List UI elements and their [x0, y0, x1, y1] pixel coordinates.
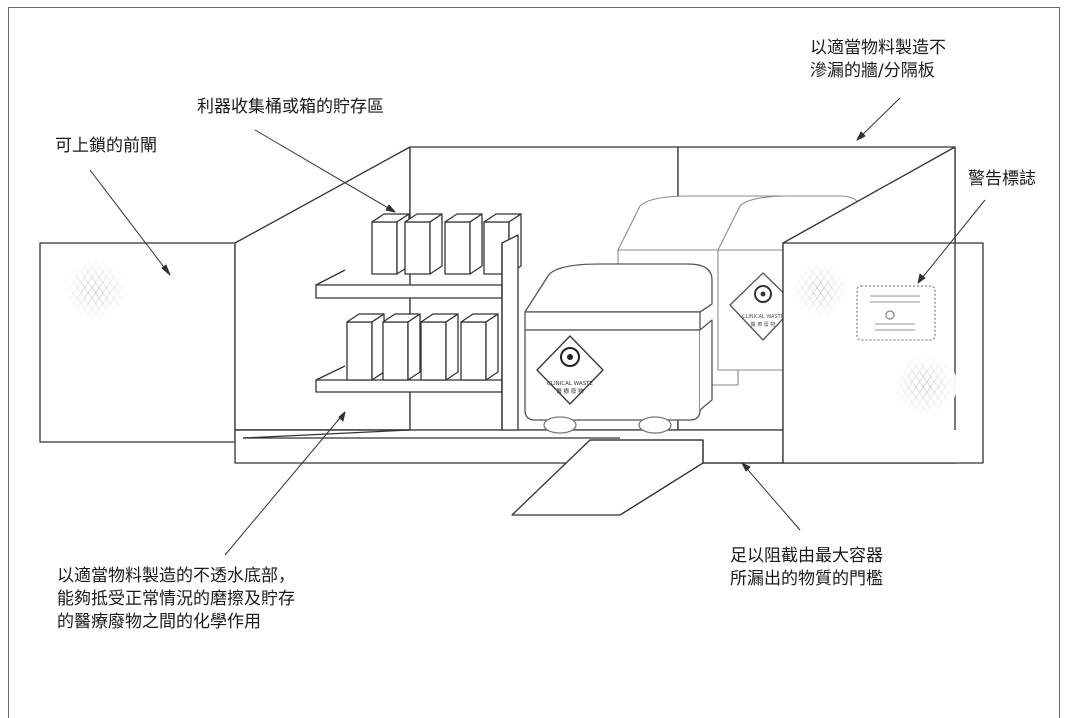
- label-threshold-line1: 足以阻截由最大容器: [730, 546, 883, 566]
- label-floor-line1: 以適當物料製造的不透水底部，: [57, 566, 295, 586]
- label-floor-line2: 能夠抵受正常情況的磨擦及貯存: [57, 589, 295, 609]
- label-sharps-storage: 利器收集桶或箱的貯存區: [197, 97, 384, 117]
- right-door: [782, 146, 984, 464]
- label-threshold-line2: 所漏出的物質的門檻: [730, 569, 883, 589]
- back-bin-label-en: CLINICAL WASTE: [742, 314, 784, 320]
- label-walls-line2: 滲漏的牆/分隔板: [810, 61, 935, 81]
- clinical-waste-bin: [524, 263, 713, 434]
- ramp-threshold: [511, 439, 783, 516]
- label-floor: 以適當物料製造的不透水底部， 能夠抵受正常情況的磨擦及貯存 的醫療廢物之間的化學…: [57, 565, 295, 634]
- bin-label-en: CLINICAL WASTE: [547, 381, 593, 387]
- sharps-boxes-top: [371, 213, 522, 275]
- label-lockable-door: 可上鎖的前閘: [55, 136, 157, 156]
- back-bin-label-zh: 醫 療 廢 物: [751, 321, 776, 328]
- partition-wall: [501, 234, 519, 431]
- leader-lines: [89, 97, 986, 556]
- bin-label-zh: 醫 療 廢 物: [556, 387, 584, 395]
- shelving: [315, 269, 503, 393]
- label-warning-sign: 警告標誌: [968, 169, 1036, 189]
- label-floor-line3: 的醫療廢物之間的化學作用: [57, 612, 261, 632]
- label-walls-line1: 以適當物料製造不: [810, 38, 946, 58]
- label-walls: 以適當物料製造不 滲漏的牆/分隔板: [810, 37, 946, 83]
- sharps-boxes-bottom: [346, 313, 499, 381]
- label-threshold: 足以阻截由最大容器 所漏出的物質的門檻: [730, 545, 883, 591]
- front-door: [39, 242, 236, 443]
- border-frame: [8, 7, 1060, 718]
